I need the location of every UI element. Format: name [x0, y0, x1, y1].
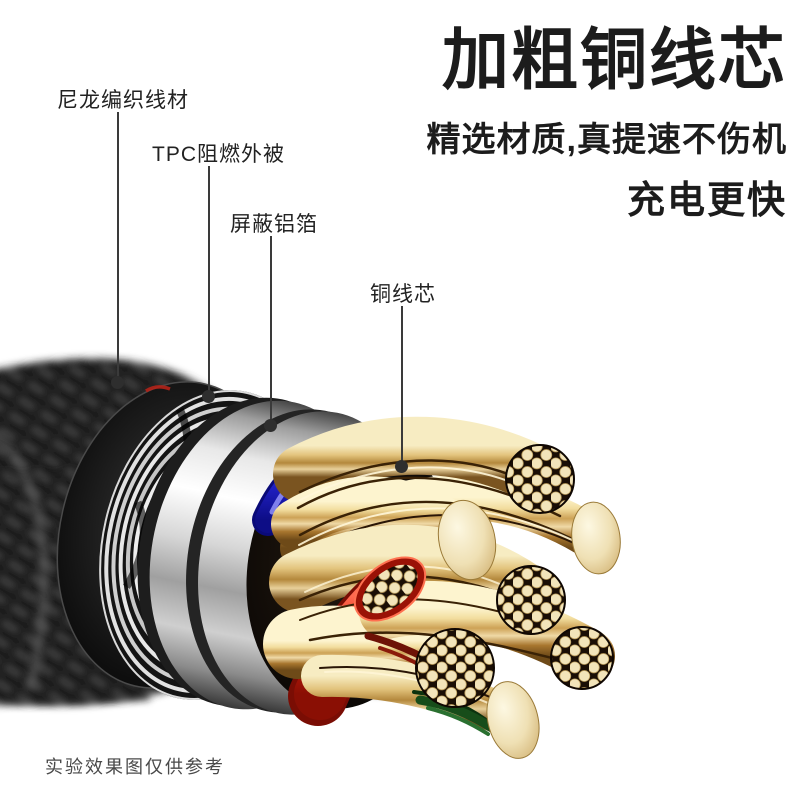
red-wire-cut-end	[353, 556, 427, 622]
callout-dot-nylon	[111, 376, 124, 389]
callout-line-tpc	[208, 166, 210, 391]
callout-label-nylon: 尼龙编织线材	[57, 89, 189, 112]
copper-solid-end-left	[437, 499, 497, 581]
callout-dot-foil	[264, 419, 277, 432]
copper-bundle-end-right	[550, 626, 614, 690]
copper-bundle-end-bottom-left	[415, 628, 495, 708]
headline-block: 加粗铜线芯 精选材质,真提速不伤机 充电更快	[426, 23, 787, 224]
copper-solid-end-right	[571, 501, 621, 575]
page-title: 加粗铜线芯	[442, 23, 787, 98]
callout-dot-tpc	[202, 390, 215, 403]
callout-line-copper	[401, 306, 403, 461]
callout-dot-copper	[395, 460, 408, 473]
callout-line-foil	[270, 236, 272, 420]
callout-line-nylon	[117, 112, 119, 376]
copper-bundle-end-middle	[496, 565, 566, 635]
copper-solid-end-bottom	[486, 681, 540, 759]
copper-bundle-end-top	[505, 444, 575, 514]
callout-label-copper: 铜线芯	[370, 283, 436, 306]
callout-label-foil: 屏蔽铝箔	[230, 213, 318, 236]
red-wire-sliver	[145, 385, 171, 393]
callout-label-tpc: TPC阻燃外被	[152, 143, 285, 166]
subtitle-line2: 充电更快	[626, 180, 787, 223]
subtitle-line1: 精选材质,真提速不伤机	[426, 121, 787, 160]
disclaimer-text: 实验效果图仅供参考	[45, 757, 225, 777]
